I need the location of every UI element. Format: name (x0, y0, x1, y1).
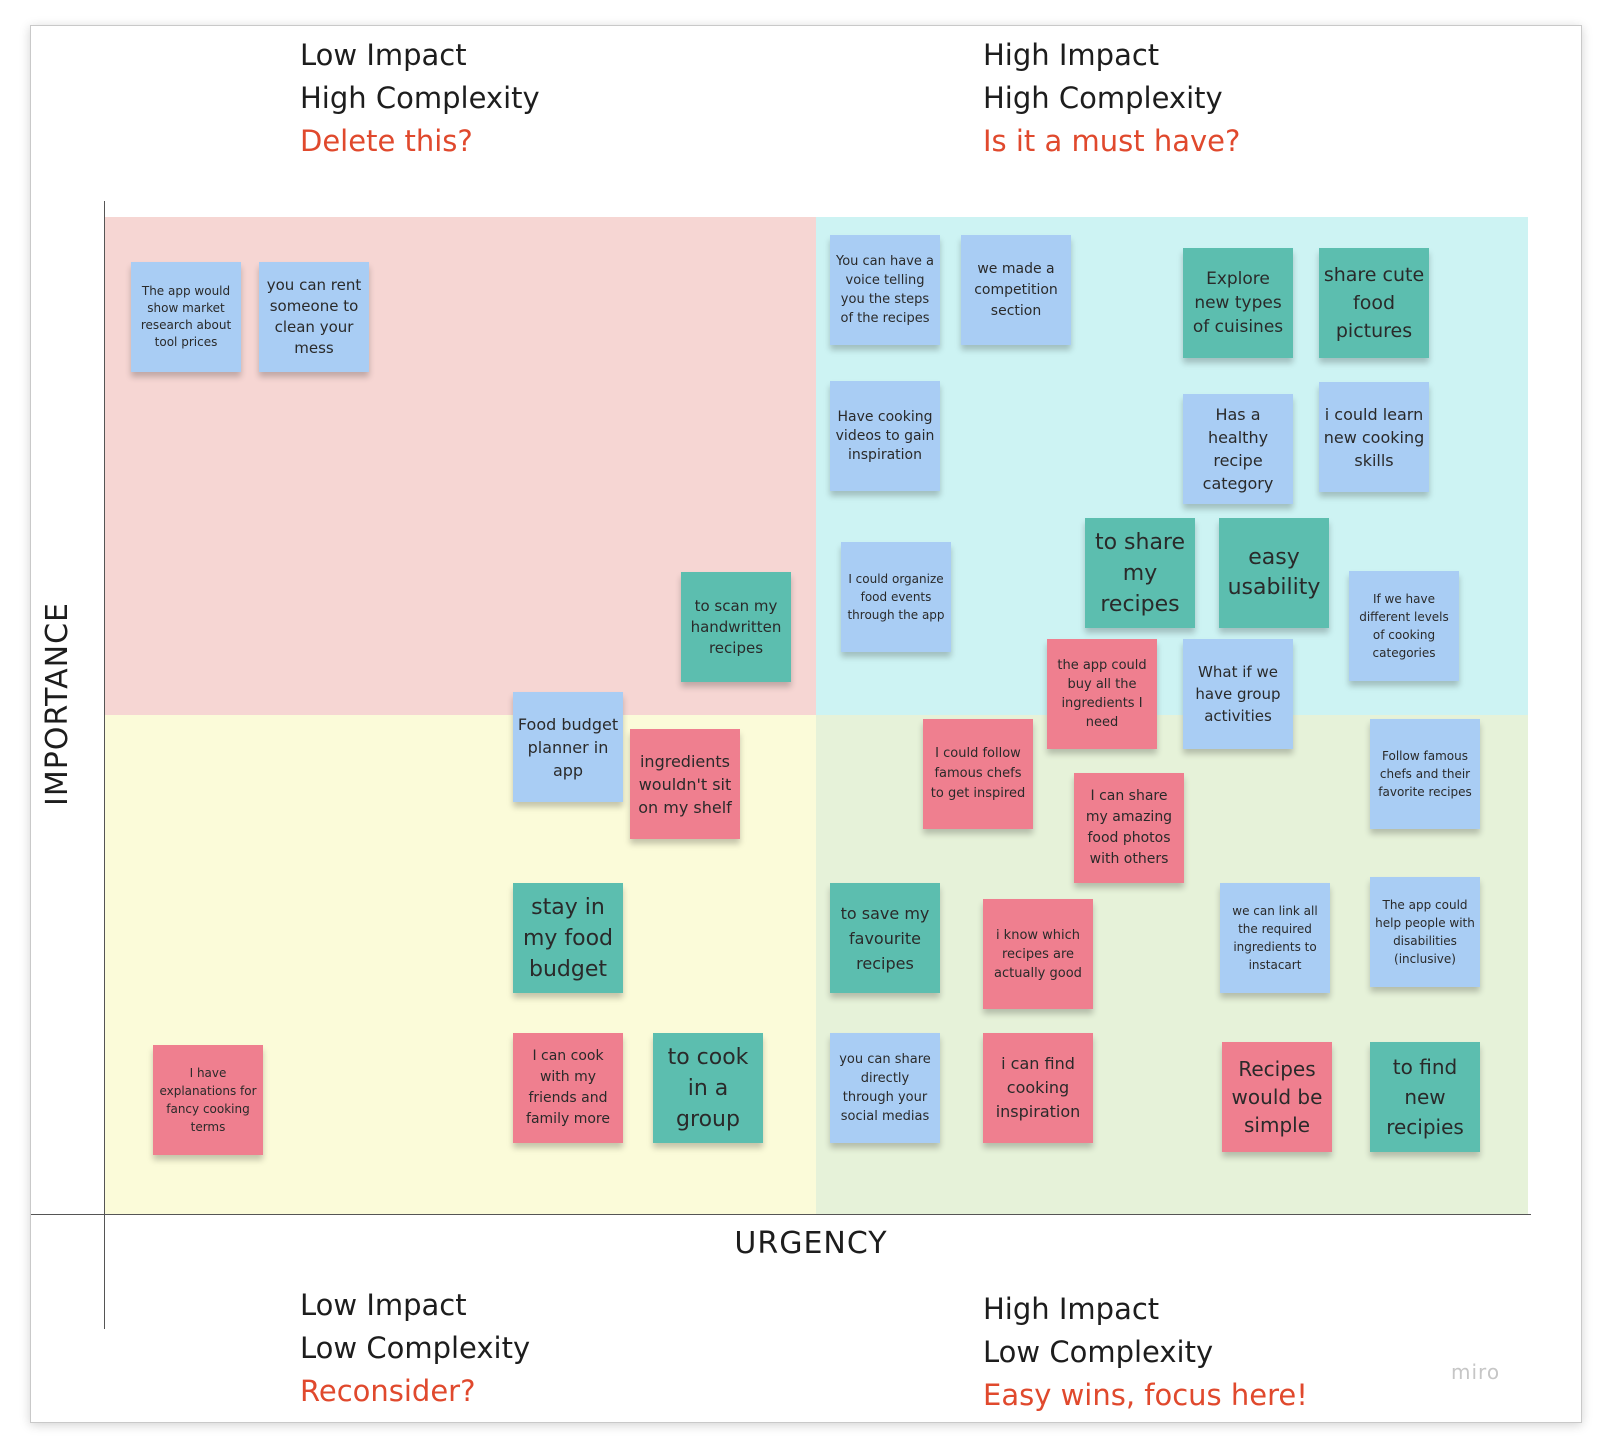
sticky-note[interactable]: share cute food pictures (1319, 248, 1429, 358)
sticky-note[interactable]: Have cooking videos to gain inspiration (830, 381, 940, 491)
sticky-note-text: you can share directly through your soci… (839, 1052, 931, 1124)
sticky-note[interactable]: you can share directly through your soci… (830, 1033, 940, 1143)
sticky-note[interactable]: I have explanations for fancy cooking te… (153, 1045, 263, 1155)
sticky-note[interactable]: You can have a voice telling you the ste… (830, 235, 940, 345)
sticky-note[interactable]: The app could help people with disabilit… (1370, 877, 1480, 987)
sticky-note[interactable]: stay in my food budget (513, 883, 623, 993)
sticky-note-text: we made a competition section (974, 260, 1058, 319)
sticky-note-text: i can find cooking inspiration (995, 1054, 1081, 1121)
complexity-text: High Complexity (983, 81, 1223, 115)
sticky-note[interactable]: What if we have group activities (1183, 639, 1293, 749)
sticky-note-text: stay in my food budget (522, 894, 614, 982)
sticky-note[interactable]: I can cook with my friends and family mo… (513, 1033, 623, 1143)
sticky-note-text: to find new recipies (1386, 1055, 1464, 1139)
sticky-note[interactable]: ingredients wouldn't sit on my shelf (630, 729, 740, 839)
sticky-note-text: The app would show market research about… (140, 284, 232, 349)
sticky-note[interactable]: I could follow famous chefs to get inspi… (923, 719, 1033, 829)
sticky-note[interactable]: i know which recipes are actually good (983, 899, 1093, 1009)
sticky-note-text: to cook in a group (667, 1044, 749, 1132)
sticky-note-text: The app could help people with disabilit… (1375, 898, 1475, 966)
y-axis-title: IMPORTANCE (40, 602, 75, 806)
question-text: Delete this? (300, 124, 473, 158)
sticky-note[interactable]: Has a healthy recipe category (1183, 394, 1293, 504)
sticky-note-text: What if we have group activities (1195, 663, 1281, 725)
sticky-note-text: Has a healthy recipe category (1202, 405, 1274, 493)
miro-watermark: miro (1451, 1360, 1501, 1384)
question-text: Easy wins, focus here! (983, 1378, 1308, 1412)
sticky-note[interactable]: Follow famous chefs and their favorite r… (1370, 719, 1480, 829)
sticky-note-text: Follow famous chefs and their favorite r… (1378, 749, 1472, 799)
impact-text: High Impact (983, 1292, 1160, 1326)
sticky-note[interactable]: to save my favourite recipes (830, 883, 940, 993)
sticky-note[interactable]: i can find cooking inspiration (983, 1033, 1093, 1143)
sticky-note-text: Have cooking videos to gain inspiration (835, 408, 935, 463)
sticky-note-text: ingredients wouldn't sit on my shelf (638, 751, 732, 817)
sticky-note[interactable]: If we have different levels of cooking c… (1349, 571, 1459, 681)
sticky-note-text: we can link all the required ingredients… (1232, 904, 1318, 972)
sticky-note-text: i know which recipes are actually good (994, 927, 1082, 981)
sticky-note[interactable]: i could learn new cooking skills (1319, 382, 1429, 492)
sticky-note-text: to save my favourite recipes (840, 903, 930, 973)
sticky-note-text: Explore new types of cuisines (1192, 269, 1284, 337)
label-top-left: Low Impact High Complexity Delete this? (300, 34, 720, 163)
sticky-note[interactable]: Food budget planner in app (513, 692, 623, 802)
sticky-note[interactable]: I could organize food events through the… (841, 542, 951, 652)
label-top-right: High Impact High Complexity Is it a must… (983, 34, 1403, 163)
impact-text: Low Impact (300, 1288, 467, 1322)
sticky-note-text: to share my recipes (1094, 529, 1186, 617)
sticky-note[interactable]: Explore new types of cuisines (1183, 248, 1293, 358)
sticky-note[interactable]: you can rent someone to clean your mess (259, 262, 369, 372)
complexity-text: Low Complexity (300, 1331, 531, 1365)
label-bottom-right: High Impact Low Complexity Easy wins, fo… (983, 1288, 1403, 1417)
sticky-note-text: to scan my handwritten recipes (690, 596, 782, 657)
sticky-note-text: I could follow famous chefs to get inspi… (930, 746, 1026, 801)
impact-text: High Impact (983, 38, 1160, 72)
sticky-note[interactable]: we made a competition section (961, 235, 1071, 345)
sticky-note-text: Recipes would be simple (1231, 1057, 1323, 1137)
sticky-note-text: I could organize food events through the… (847, 572, 945, 622)
sticky-note[interactable]: the app could buy all the ingredients I … (1047, 639, 1157, 749)
sticky-note-text: If we have different levels of cooking c… (1359, 592, 1449, 660)
sticky-note-text: easy usability (1227, 545, 1321, 600)
sticky-note-text: I can cook with my friends and family mo… (526, 1048, 610, 1127)
sticky-note-text: you can rent someone to clean your mess (266, 276, 362, 357)
sticky-note-text: Food budget planner in app (517, 714, 619, 780)
sticky-note[interactable]: to cook in a group (653, 1033, 763, 1143)
sticky-note[interactable]: Recipes would be simple (1222, 1042, 1332, 1152)
prioritization-board: Low Impact High Complexity Delete this? … (30, 25, 1582, 1423)
x-axis-line (31, 1214, 1531, 1215)
question-text: Is it a must have? (983, 124, 1241, 158)
x-axis-title: URGENCY (734, 1226, 888, 1261)
sticky-note[interactable]: to find new recipies (1370, 1042, 1480, 1152)
complexity-text: High Complexity (300, 81, 540, 115)
label-bottom-left: Low Impact Low Complexity Reconsider? (300, 1284, 720, 1413)
sticky-note[interactable]: we can link all the required ingredients… (1220, 883, 1330, 993)
sticky-note[interactable]: I can share my amazing food photos with … (1074, 773, 1184, 883)
sticky-note[interactable]: easy usability (1219, 518, 1329, 628)
sticky-note-text: I have explanations for fancy cooking te… (159, 1066, 257, 1134)
sticky-note-text: i could learn new cooking skills (1323, 404, 1425, 470)
sticky-note-text: You can have a voice telling you the ste… (835, 254, 935, 326)
complexity-text: Low Complexity (983, 1335, 1214, 1369)
y-axis-line (104, 201, 105, 1329)
sticky-note[interactable]: The app would show market research about… (131, 262, 241, 372)
sticky-note-text: the app could buy all the ingredients I … (1057, 658, 1147, 730)
question-text: Reconsider? (300, 1374, 476, 1408)
sticky-note-text: I can share my amazing food photos with … (1085, 788, 1173, 867)
sticky-note[interactable]: to share my recipes (1085, 518, 1195, 628)
impact-text: Low Impact (300, 38, 467, 72)
sticky-note-text: share cute food pictures (1323, 264, 1425, 342)
sticky-note[interactable]: to scan my handwritten recipes (681, 572, 791, 682)
